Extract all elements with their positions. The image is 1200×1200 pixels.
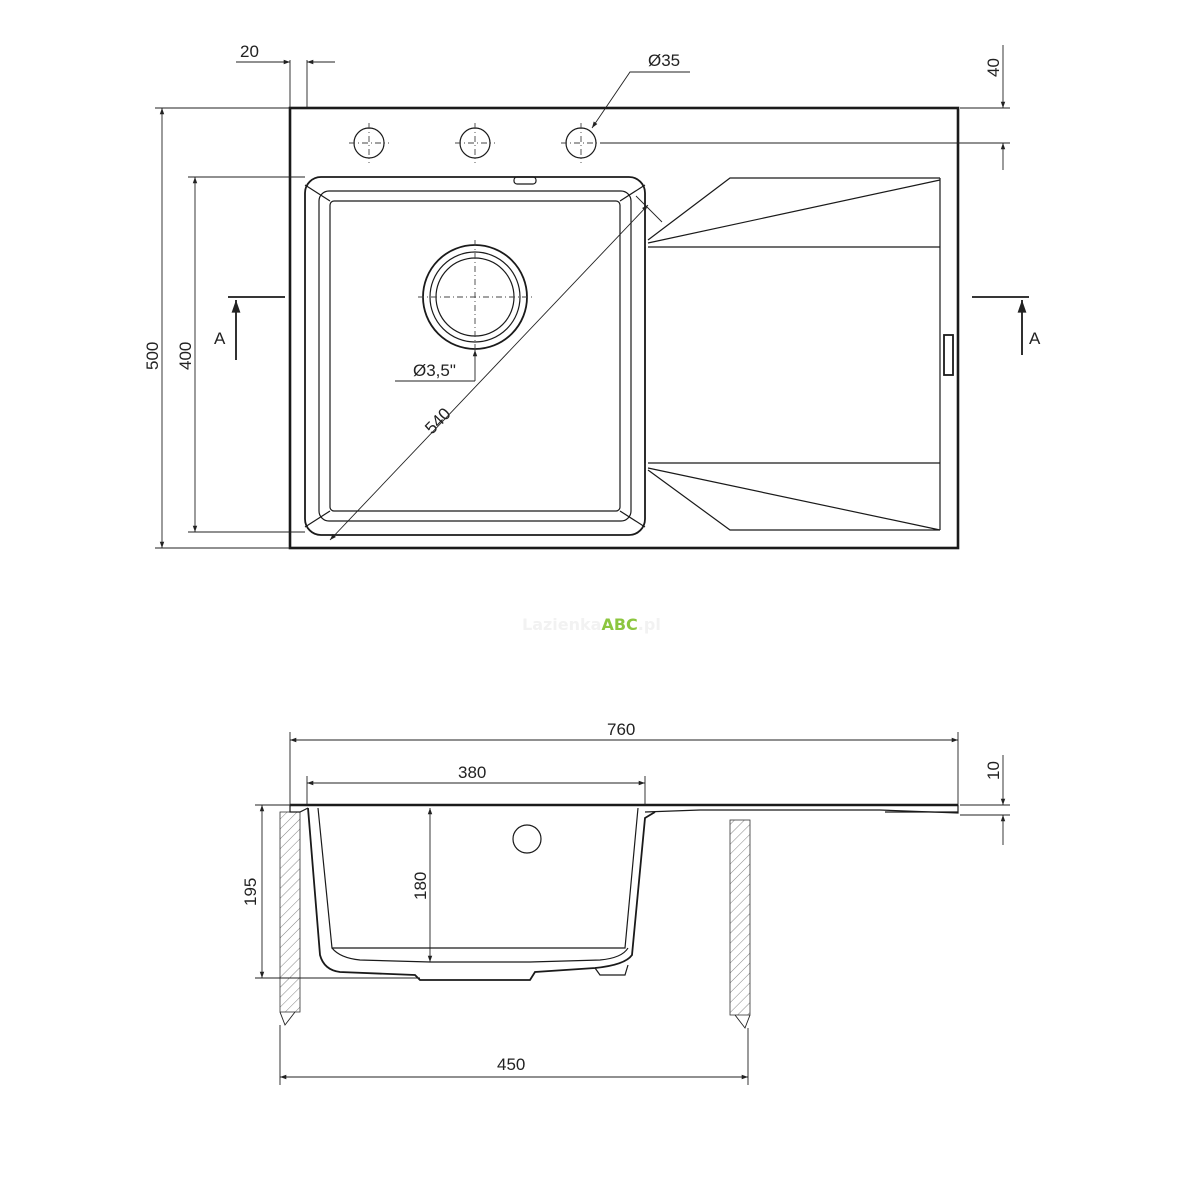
overflow-hole [512, 824, 542, 854]
dim-total-width: 760 [607, 720, 635, 739]
tap-holes [349, 123, 601, 163]
dim-width-offset: 20 [240, 42, 259, 61]
watermark: LazienkaABC.pl [522, 615, 661, 634]
dim-bowl-inner-depth: 180 [411, 872, 430, 900]
section-view: 760 380 10 195 180 450 [241, 720, 1010, 1085]
dim-rim-thickness: 10 [984, 761, 1003, 780]
bowl-profile-inner [317, 807, 639, 949]
top-view: 20 Ø35 40 500 400 540 Ø3,5" A A [143, 42, 1041, 550]
drainboard [644, 177, 954, 531]
dim-total-depth: 500 [143, 342, 162, 370]
worktop-right [729, 819, 751, 1016]
dim-tap-offset: 40 [984, 58, 1003, 77]
dim-bowl-width: 380 [458, 763, 486, 782]
svg-text:A: A [214, 329, 226, 348]
bowl-profile-outer [307, 807, 656, 981]
overflow-top [513, 176, 537, 185]
overflow-slot [943, 334, 954, 376]
dim-diagonal: 540 [421, 404, 454, 438]
dim-cabinet: 450 [497, 1055, 525, 1074]
dim-bowl-depth: 400 [176, 342, 195, 370]
dim-height: 195 [241, 878, 260, 906]
sink-outline [288, 106, 960, 550]
svg-text:A: A [1029, 329, 1041, 348]
section-marker-right: A [972, 296, 1041, 355]
dim-tap-hole: Ø35 [648, 51, 680, 70]
dim-drain: Ø3,5" [413, 361, 456, 380]
worktop-left [279, 811, 301, 1013]
drain [418, 240, 532, 354]
section-marker-left: A [214, 296, 285, 360]
